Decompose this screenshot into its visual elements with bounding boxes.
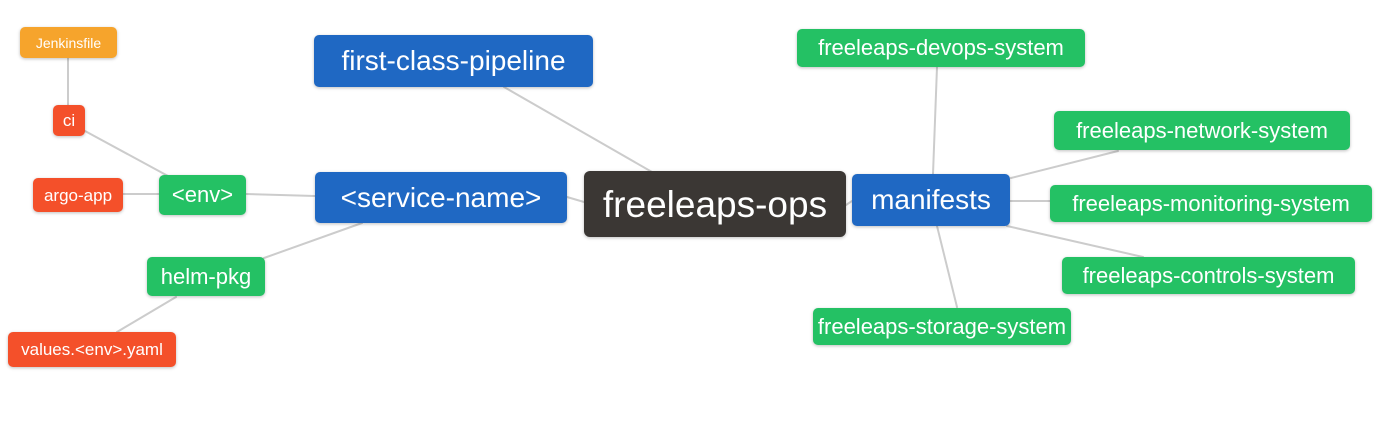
- node-freeleaps-monitoring-system[interactable]: freeleaps-monitoring-system: [1050, 185, 1372, 222]
- edge-manifests--freeleaps-network-system: [1010, 150, 1119, 179]
- node-values-env-yaml[interactable]: values.<env>.yaml: [8, 332, 176, 367]
- edge-first-class-pipeline--freeleaps-ops: [503, 86, 653, 173]
- node-freeleaps-storage-system[interactable]: freeleaps-storage-system: [813, 308, 1071, 345]
- node-helm-pkg[interactable]: helm-pkg: [147, 257, 265, 296]
- edge-values-env-yaml--helm-pkg: [116, 296, 177, 333]
- node-env[interactable]: <env>: [159, 175, 246, 215]
- node-freeleaps-network-system[interactable]: freeleaps-network-system: [1054, 111, 1350, 150]
- node-argo-app[interactable]: argo-app: [33, 178, 123, 212]
- node-first-class-pipeline[interactable]: first-class-pipeline: [314, 35, 593, 87]
- edge-env--service-name: [245, 193, 316, 197]
- edge-helm-pkg--service-name: [263, 222, 363, 259]
- node-ci[interactable]: ci: [53, 105, 85, 136]
- node-freeleaps-controls-system[interactable]: freeleaps-controls-system: [1062, 257, 1355, 294]
- edge-service-name--freeleaps-ops: [566, 196, 585, 203]
- edge-freeleaps-ops--manifests: [845, 200, 853, 206]
- edge-manifests--freeleaps-storage-system: [936, 225, 958, 308]
- edge-ci--env: [84, 130, 169, 177]
- node-freeleaps-devops-system[interactable]: freeleaps-devops-system: [797, 29, 1085, 67]
- node-jenkinsfile[interactable]: Jenkinsfile: [20, 27, 117, 58]
- node-freeleaps-ops[interactable]: freeleaps-ops: [584, 171, 846, 237]
- node-service-name[interactable]: <service-name>: [315, 172, 567, 223]
- node-manifests[interactable]: manifests: [852, 174, 1010, 226]
- edge-freeleaps-devops-system--manifests: [932, 66, 938, 175]
- edge-manifests--freeleaps-controls-system: [1006, 225, 1144, 258]
